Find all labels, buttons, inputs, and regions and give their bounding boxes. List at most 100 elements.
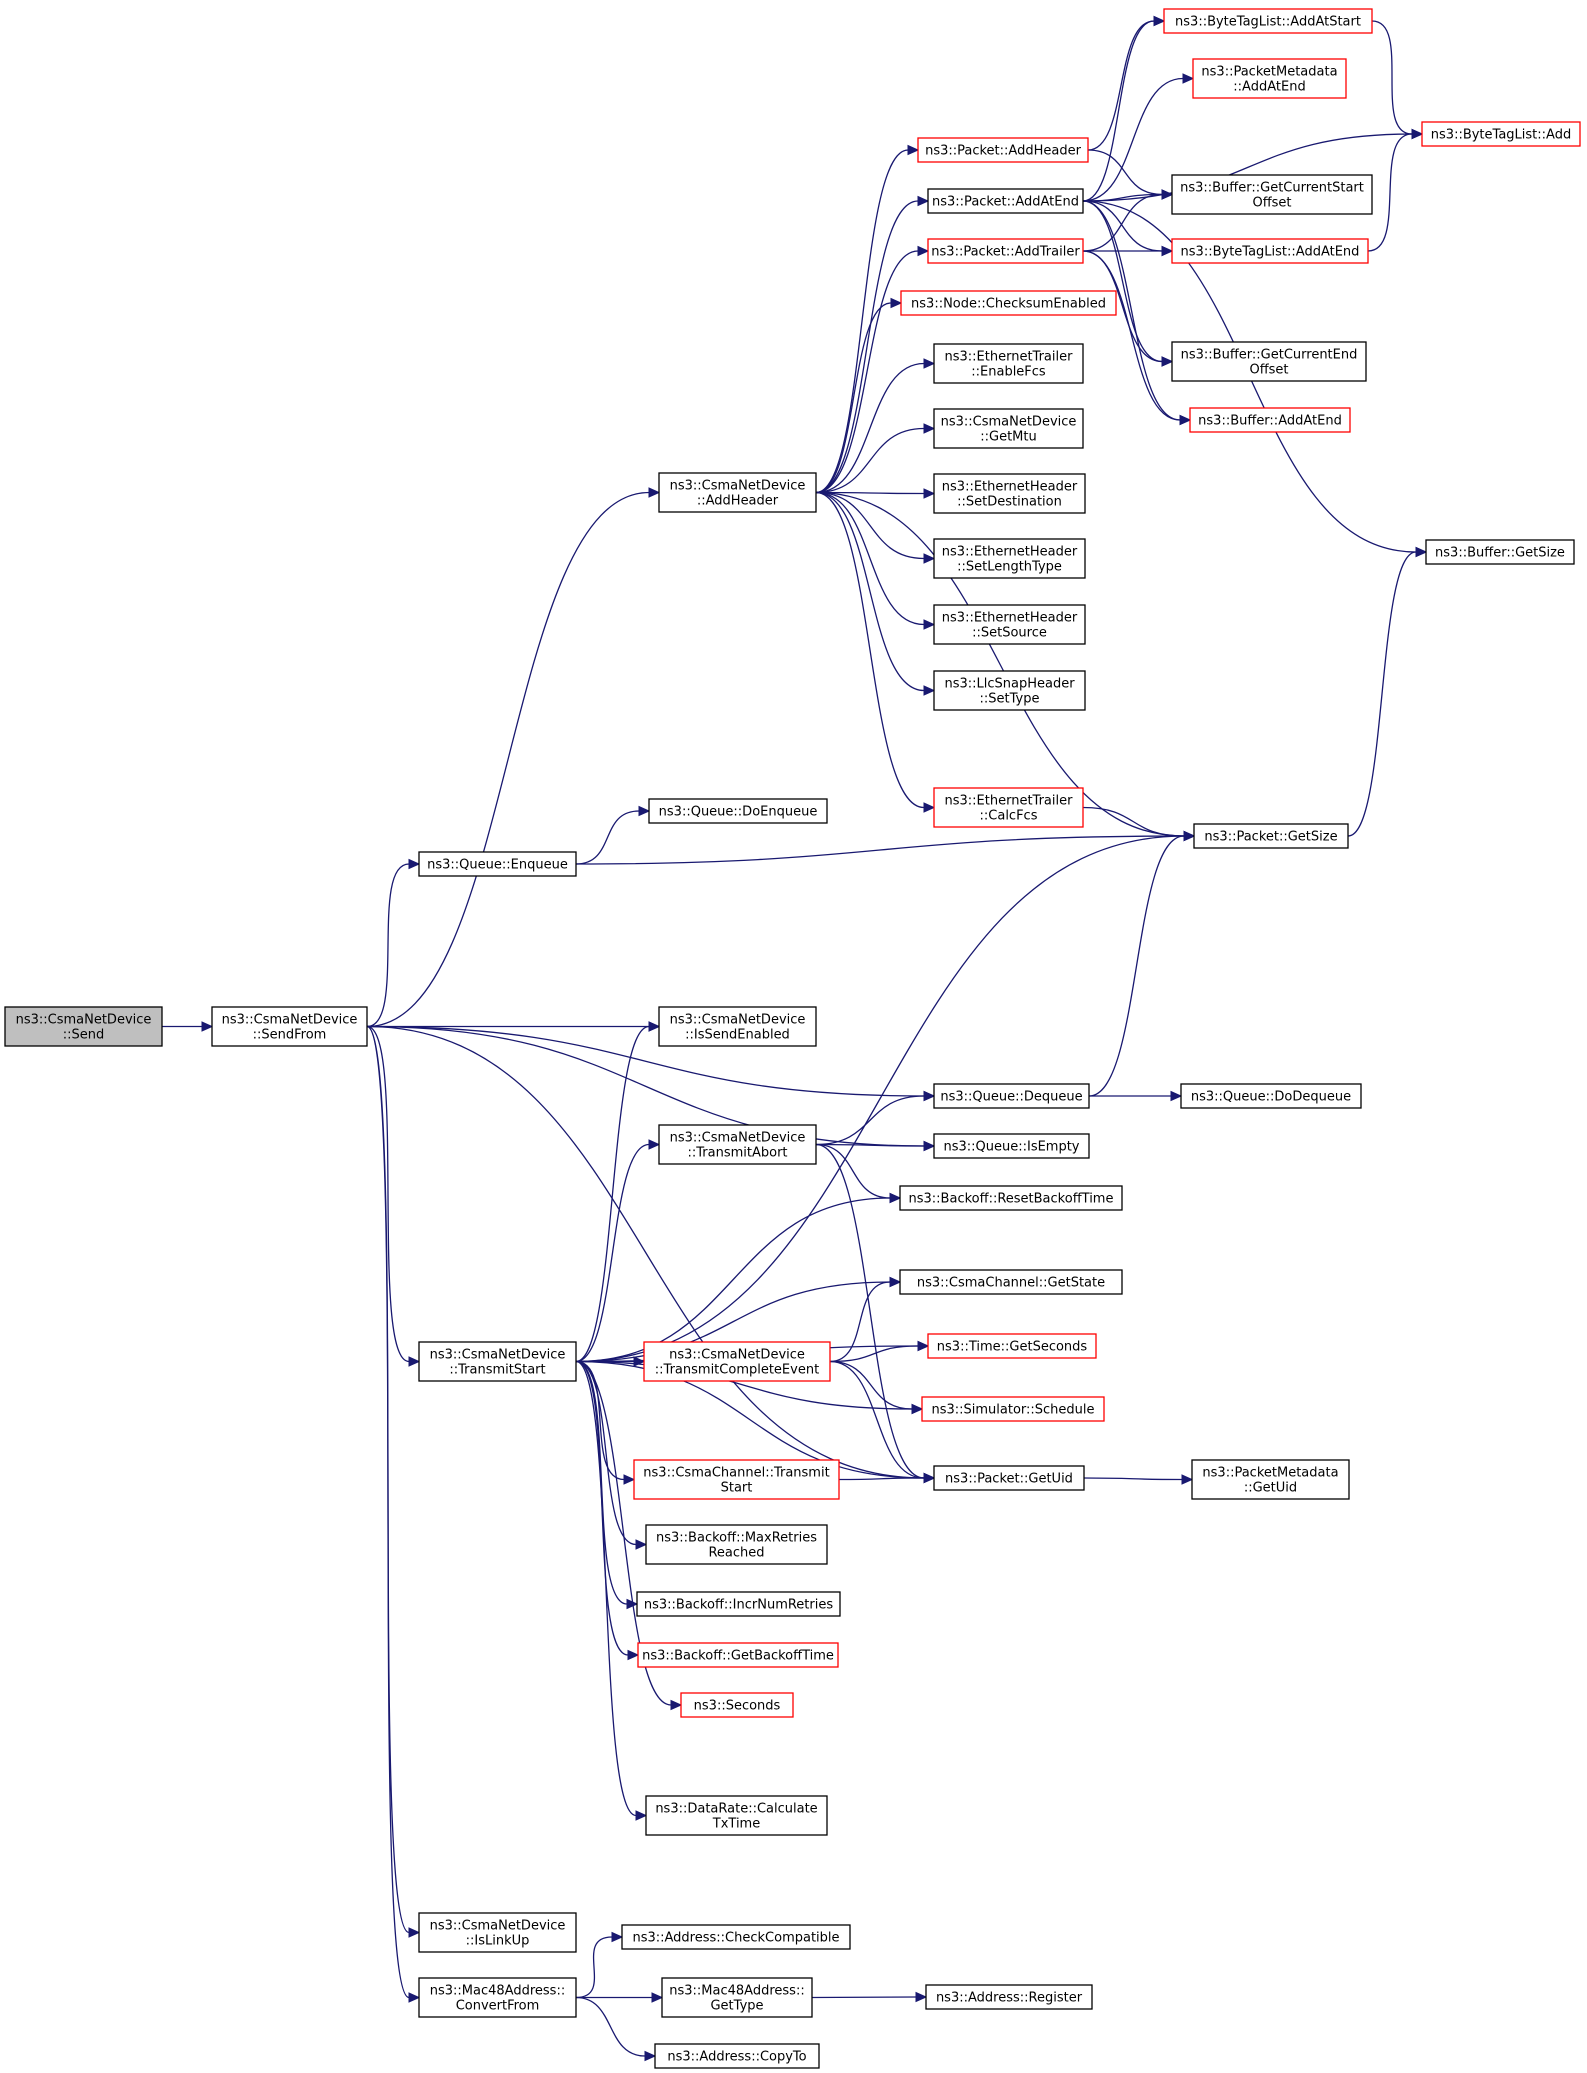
edge-line [815,149,909,494]
node-transmitabort[interactable]: ns3::CsmaNetDevice::TransmitAbort [658,1124,817,1165]
node-label: ns3::Buffer::AddAtEnd [1198,414,1342,429]
node-calcfcs[interactable]: ns3::EthernetTrailer::CalcFcs [933,787,1084,828]
node-checksum[interactable]: ns3::Node::ChecksumEnabled [900,290,1117,316]
edge-line [1371,20,1413,135]
edge-line [575,1360,925,1479]
node-label: Start [721,1481,753,1496]
node-label: ns3::Packet::GetUid [945,1472,1073,1487]
arrowhead [408,1356,421,1367]
edge-line [366,1025,925,1097]
node-addheader[interactable]: ns3::CsmaNetDevice::AddHeader [658,472,817,513]
node-resetbackoff[interactable]: ns3::Backoff::ResetBackoffTime [899,1185,1123,1211]
node-label: TxTime [712,1817,760,1832]
node-box [1425,539,1575,565]
node-islinkup[interactable]: ns3::CsmaNetDevice::IsLinkUp [418,1912,577,1953]
node-btaddatstart[interactable]: ns3::ByteTagList::AddAtStart [1163,8,1373,34]
node-issendenabled[interactable]: ns3::CsmaNetDevice::IsSendEnabled [658,1006,817,1047]
node-bufaddatend[interactable]: ns3::Buffer::AddAtEnd [1189,407,1351,433]
node-metagetuid[interactable]: ns3::PacketMetadata::GetUid [1191,1459,1350,1500]
arrowhead [611,1931,624,1943]
node-setsrc[interactable]: ns3::EthernetHeader::SetSource [933,604,1086,645]
node-box [933,670,1086,711]
node-box [648,798,828,824]
arrowhead [917,245,930,257]
node-enqueue[interactable]: ns3::Queue::Enqueue [418,851,577,877]
node-label: ns3::CsmaNetDevice [16,1013,152,1028]
edge-line [829,1360,925,1479]
edge-txcomplete-to-getstate [829,1276,902,1363]
node-box [1171,174,1373,215]
node-getseconds[interactable]: ns3::Time::GetSeconds [927,1333,1097,1359]
node-box [899,1269,1123,1295]
arrowhead [408,1927,421,1938]
node-box [621,1924,851,1950]
node-copyto[interactable]: ns3::Address::CopyTo [654,2043,820,2069]
node-register[interactable]: ns3::Address::Register [925,1984,1093,2010]
arrowhead [648,1021,661,1032]
edge-line [815,250,919,494]
node-label: ::TransmitAbort [687,1146,787,1161]
node-transmitstart[interactable]: ns3::CsmaNetDevice::TransmitStart [418,1341,577,1382]
node-label: ::TransmitCompleteEvent [655,1363,819,1378]
node-btaddatend[interactable]: ns3::ByteTagList::AddAtEnd [1171,238,1369,264]
node-pktaddtrailer[interactable]: ns3::Packet::AddTrailer [927,238,1084,264]
node-getmtu[interactable]: ns3::CsmaNetDevice::GetMtu [933,408,1084,449]
edge-txcomplete-to-schedule [829,1360,924,1415]
node-send[interactable]: ns3::CsmaNetDevice::Send [4,1006,163,1047]
node-metaaddatend[interactable]: ns3::PacketMetadata::AddAtEnd [1192,58,1347,99]
node-enablefcs[interactable]: ns3::EthernetTrailer::EnableFcs [933,343,1084,384]
arrowhead [648,1139,661,1150]
node-pktgetsize[interactable]: ns3::Packet::GetSize [1193,823,1349,849]
node-pktaddatend[interactable]: ns3::Packet::AddAtEnd [927,188,1084,214]
node-isempty[interactable]: ns3::Queue::IsEmpty [933,1133,1090,1159]
node-box [654,2043,820,2069]
edge-btaddatend-to-btadd [1367,128,1424,252]
node-label: ns3::Queue::Enqueue [427,858,568,873]
edge-pktaddtrailer-to-bufaddatend [1082,250,1192,426]
node-box [921,1396,1105,1422]
edge-line [575,835,1185,1363]
node-pktgetuid[interactable]: ns3::Packet::GetUid [933,1465,1085,1491]
node-setlen[interactable]: ns3::EthernetHeader::SetLengthType [933,538,1086,579]
node-label: ::AddHeader [697,494,779,509]
node-pktaddheader[interactable]: ns3::Packet::AddHeader [917,137,1089,163]
node-doenqueue[interactable]: ns3::Queue::DoEnqueue [648,798,828,824]
node-incrretries[interactable]: ns3::Backoff::IncrNumRetries [636,1591,841,1617]
node-txcomplete[interactable]: ns3::CsmaNetDevice::TransmitCompleteEven… [643,1341,831,1382]
edge-pktaddtrailer-to-btaddatend [1083,245,1174,257]
node-label: ::EnableFcs [971,365,1046,380]
edge-line [829,1360,913,1410]
node-getstate[interactable]: ns3::CsmaChannel::GetState [899,1269,1123,1295]
edge-pktaddheader-to-btaddatstart [1087,15,1166,151]
node-label: ns3::CsmaChannel::Transmit [643,1466,829,1481]
node-label: ns3::Node::ChecksumEnabled [911,297,1106,312]
node-box [933,604,1086,645]
edge-line [366,1025,925,1479]
node-chtxstart[interactable]: ns3::CsmaChannel::TransmitStart [633,1459,840,1500]
node-seconds[interactable]: ns3::Seconds [680,1692,794,1718]
node-dodequeue[interactable]: ns3::Queue::DoDequeue [1180,1083,1362,1109]
node-sendfrom[interactable]: ns3::CsmaNetDevice::SendFrom [211,1006,368,1047]
node-macgettype[interactable]: ns3::Mac48Address::GetType [661,1977,813,2018]
node-checkcompat[interactable]: ns3::Address::CheckCompatible [621,1924,851,1950]
arrowhead [635,1539,648,1550]
edge-convertfrom-to-macgettype [576,1992,664,2003]
edge-sendfrom-to-isempty [366,1025,936,1152]
node-label: ns3::Address::CopyTo [667,2050,806,2065]
node-label: ns3::ByteTagList::Add [1431,128,1571,143]
node-schedule[interactable]: ns3::Simulator::Schedule [921,1396,1105,1422]
node-btadd[interactable]: ns3::ByteTagList::Add [1421,121,1581,147]
node-label: ns3::Queue::DoEnqueue [659,805,818,820]
node-getbackoff[interactable]: ns3::Backoff::GetBackoffTime [637,1642,839,1668]
node-settype[interactable]: ns3::LlcSnapHeader::SetType [933,670,1086,711]
node-bufgetsize[interactable]: ns3::Buffer::GetSize [1425,539,1575,565]
node-dequeue[interactable]: ns3::Queue::Dequeue [933,1083,1090,1109]
arrowhead [923,1472,936,1484]
node-convertfrom[interactable]: ns3::Mac48Address::ConvertFrom [418,1977,577,2018]
edge-line [1087,20,1155,151]
node-setdest[interactable]: ns3::EthernetHeader::SetDestination [933,473,1086,514]
